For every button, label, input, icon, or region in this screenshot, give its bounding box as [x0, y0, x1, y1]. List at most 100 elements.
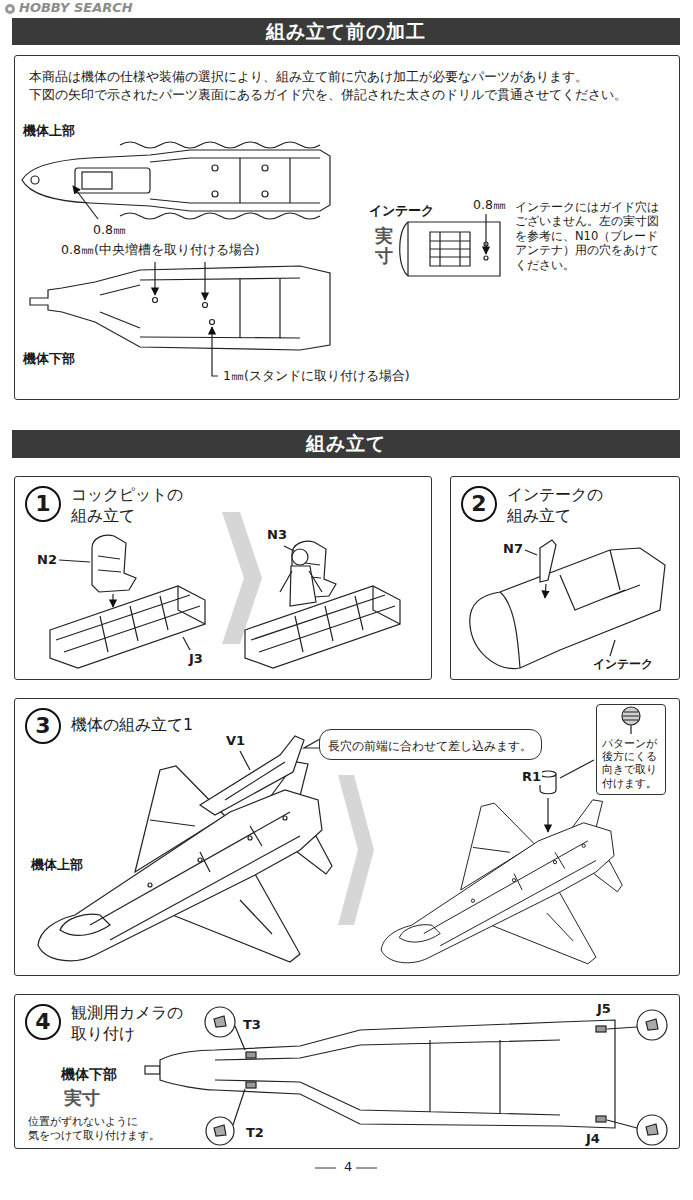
dimension: 1㎜(スタンドに取り付ける場合): [222, 369, 411, 383]
part-number: J3: [188, 652, 204, 667]
upper-fuselage-drawing: [73, 186, 98, 219]
lower-fuselage-drawing: [203, 303, 208, 308]
section-header: 組み立て: [12, 430, 680, 458]
underside-drawing: [160, 1020, 615, 1128]
cockpit-drawing: [50, 586, 205, 668]
upper-fuselage-drawing: [120, 142, 320, 148]
upper-fuselage-drawing: [82, 172, 112, 189]
upper-fuselage-drawing: [212, 165, 218, 171]
step-number: 3: [25, 708, 61, 744]
upper-fuselage-drawing: [22, 150, 330, 211]
intake-drawing: [400, 222, 500, 276]
lower-fuselage-drawing: [204, 262, 205, 300]
part-name: 機体下部: [60, 1066, 118, 1082]
part-number: T3: [242, 1018, 262, 1033]
intake-drawing: [484, 256, 488, 260]
underside-drawing: [205, 1007, 235, 1037]
number-text: 1: [27, 488, 59, 519]
part-name: 機体上部: [30, 858, 84, 873]
upper-fuselage-drawing: [22, 142, 330, 219]
fuselage-assembly-drawing: [540, 771, 556, 777]
page-number-dashes: [356, 1168, 377, 1169]
label-text: インテークの 組み立て: [507, 485, 611, 527]
underside-drawing: [215, 1040, 560, 1115]
underside-drawing: [596, 1026, 606, 1032]
underside-drawing: [596, 1116, 606, 1122]
underside-drawing: [233, 1026, 637, 1128]
page-number-dashes: [315, 1168, 336, 1169]
intake-drawing: [400, 214, 500, 276]
cockpit-drawing: [222, 512, 262, 644]
underside-drawing: [214, 1016, 226, 1027]
cockpit-drawing: [245, 586, 400, 668]
step-number: 1: [25, 486, 61, 522]
intake-assembly-drawing: [470, 548, 665, 668]
header-text: 組み立て: [12, 430, 680, 457]
watermark: HOBBY SEARCH: [18, 1, 134, 16]
part-number: R1: [521, 770, 542, 785]
logo-icon: [5, 4, 15, 14]
fuselage-assembly-drawing: [34, 751, 285, 845]
part-number: N3: [266, 528, 288, 543]
upper-fuselage-drawing: [262, 191, 268, 197]
fuselage-assembly-drawing: [34, 707, 640, 964]
upper-fuselage-drawing: [120, 213, 320, 219]
underside-drawing: [646, 1124, 658, 1135]
upper-fuselage-drawing: [212, 191, 218, 197]
number-text: 3: [27, 710, 59, 741]
intake-assembly-drawing: [525, 550, 615, 656]
part-number: N2: [36, 553, 58, 568]
fuselage-assembly-drawing: [547, 798, 548, 832]
upper-fuselage-drawing: [31, 176, 39, 184]
underside-drawing: [246, 1052, 256, 1058]
note: インテークにはガイド穴は ございません。左の実寸図 を参考に、N10（ブレード …: [514, 200, 661, 272]
part-name: インテーク: [592, 658, 654, 672]
label-text: 長穴の前端に合わせて差し込みます。: [328, 740, 532, 754]
label-text: コックピットの 組み立て: [71, 485, 191, 527]
callout-bubble: 長穴の前端に合わせて差し込みます。: [319, 729, 542, 760]
dimension: 0.8㎜: [472, 198, 507, 212]
logo-icon: [5, 4, 15, 14]
underside-drawing: [145, 1066, 160, 1074]
upper-fuselage-drawing: [262, 165, 268, 171]
intake-drawing: [485, 214, 486, 254]
part-number: N7: [502, 542, 524, 557]
note-box: パターンが 後方にくる 向きで取り 付けます。: [596, 704, 666, 795]
page-number: 4: [343, 1160, 353, 1175]
intake-assembly-drawing: [545, 584, 546, 598]
step-panel: コックピットの 組み立て 1: [14, 476, 432, 680]
section-header: 組み立て前の加工: [12, 18, 680, 45]
dimension: 0.8㎜: [92, 223, 127, 237]
lower-fuselage-drawing: [153, 298, 158, 303]
part-number: T2: [245, 1126, 265, 1141]
number-text: 2: [463, 488, 495, 519]
header-text: 組み立て前の加工: [12, 18, 680, 45]
fuselage-assembly-drawing: [623, 712, 639, 734]
note: 位置がずれないように 気をつけて取り付けます。: [27, 1115, 168, 1143]
scale-note: 実寸: [63, 1088, 101, 1109]
cockpit-drawing: [292, 549, 308, 565]
step-panel: 機体の組み立て13長穴の前端に合わせて差し込みます。パターンが 後方にくる 向き…: [14, 698, 680, 976]
logo-icon: [8, 7, 12, 11]
lower-fuselage-drawing: [212, 327, 218, 376]
intake-assembly-drawing: [540, 540, 556, 582]
intake-drawing: [408, 222, 470, 276]
label-text: パターンが 後方にくる 向きで取り 付けます。: [602, 737, 660, 790]
step-number: 4: [25, 1004, 61, 1040]
underside-drawing: [206, 1117, 234, 1145]
number-text: 4: [27, 1006, 59, 1037]
cockpit-drawing: [280, 546, 322, 592]
underside-drawing: [637, 1010, 667, 1040]
step-number: 2: [461, 486, 497, 522]
underside-drawing: [637, 1115, 667, 1145]
cockpit-drawing: [112, 594, 113, 607]
step-panel: インテークの 組み立て 2: [450, 476, 680, 680]
fuselage-assembly-drawing: [560, 760, 594, 778]
lower-fuselage-drawing: [210, 320, 215, 325]
upper-fuselage-drawing: [75, 168, 150, 193]
cockpit-drawing: [92, 535, 136, 592]
part-number: J4: [585, 1132, 601, 1147]
label-text: 本商品は機体の仕様や装備の選択により、組み立て前に穴あけ加工が必要なパーツがあり…: [29, 68, 640, 103]
scale-note: 実寸: [375, 226, 393, 266]
cockpit-drawing: [59, 560, 190, 650]
